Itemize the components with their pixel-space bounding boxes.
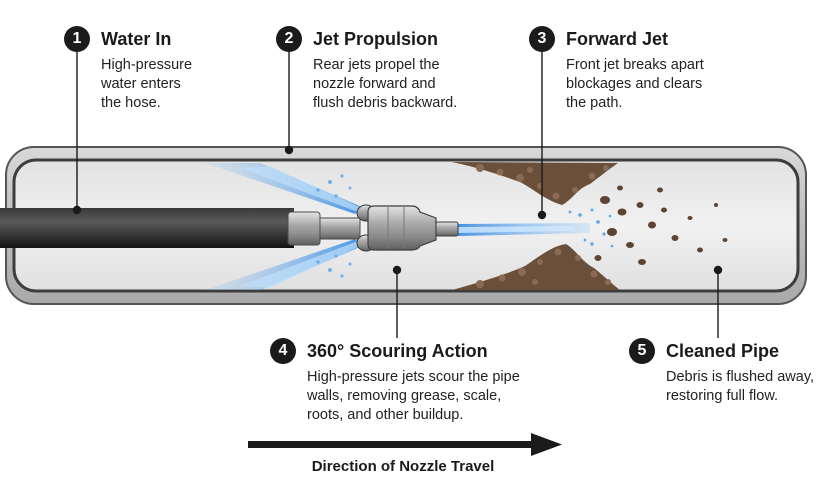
callout-forward-jet: 3 Forward Jet Front jet breaks apart blo…	[529, 26, 704, 113]
callout-description: High-pressure water enters the hose.	[101, 57, 193, 111]
nozzle-tip	[435, 221, 459, 237]
forward-water-jet	[458, 208, 614, 248]
callout-title: Forward Jet	[566, 28, 669, 49]
callout-description: Debris is flushed away, restoring full f…	[666, 369, 815, 404]
leader-lines	[72, 52, 723, 338]
step-badge: 1	[64, 26, 90, 52]
nozzle	[287, 204, 459, 252]
debris-texture-top	[476, 164, 609, 200]
direction-label: Direction of Nozzle Travel	[311, 458, 495, 475]
debris-top-deposit	[452, 162, 618, 205]
callout-water-in: 1 Water In High-pressure water enters th…	[64, 26, 192, 113]
callout-title: Water In	[101, 28, 172, 49]
nozzle-head	[367, 205, 437, 251]
step-badge: 5	[629, 338, 655, 364]
debris-deposits	[452, 162, 728, 290]
callout-cleaned-pipe: 5 Cleaned Pipe Debris is flushed away, r…	[629, 338, 814, 406]
debris-texture-bottom	[476, 248, 611, 288]
rear-spray-droplets	[316, 174, 352, 278]
callout-description: Front jet breaks apart blockages and cle…	[566, 57, 704, 111]
forward-jet-core	[458, 226, 575, 233]
direction-arrow	[248, 433, 562, 456]
rear-jet-lower-inner	[240, 241, 362, 288]
step-badge: 4	[270, 338, 296, 364]
callout-description: High-pressure jets scour the pipe walls,…	[307, 369, 520, 423]
hose	[0, 208, 294, 248]
forward-spray-droplets	[568, 208, 614, 248]
rear-jet-upper-inner	[240, 166, 362, 212]
callout-title: 360° Scouring Action	[307, 340, 488, 361]
rear-water-jets	[205, 163, 362, 290]
nozzle-neck	[319, 217, 361, 240]
callout-title: Cleaned Pipe	[666, 340, 780, 361]
nozzle-fitting	[287, 211, 321, 246]
step-badge: 3	[529, 26, 555, 52]
callout-scouring-action: 4 360° Scouring Action High-pressure jet…	[270, 338, 520, 425]
rear-jet-lower	[205, 239, 362, 290]
callout-jet-propulsion: 2 Jet Propulsion Rear jets propel the no…	[276, 26, 457, 113]
callout-title: Jet Propulsion	[313, 28, 439, 49]
rear-jet-upper	[205, 163, 362, 214]
hose-body	[0, 208, 294, 248]
callout-description: Rear jets propel the nozzle forward and …	[313, 57, 458, 111]
step-badge: 2	[276, 26, 302, 52]
debris-fragments	[594, 185, 728, 265]
